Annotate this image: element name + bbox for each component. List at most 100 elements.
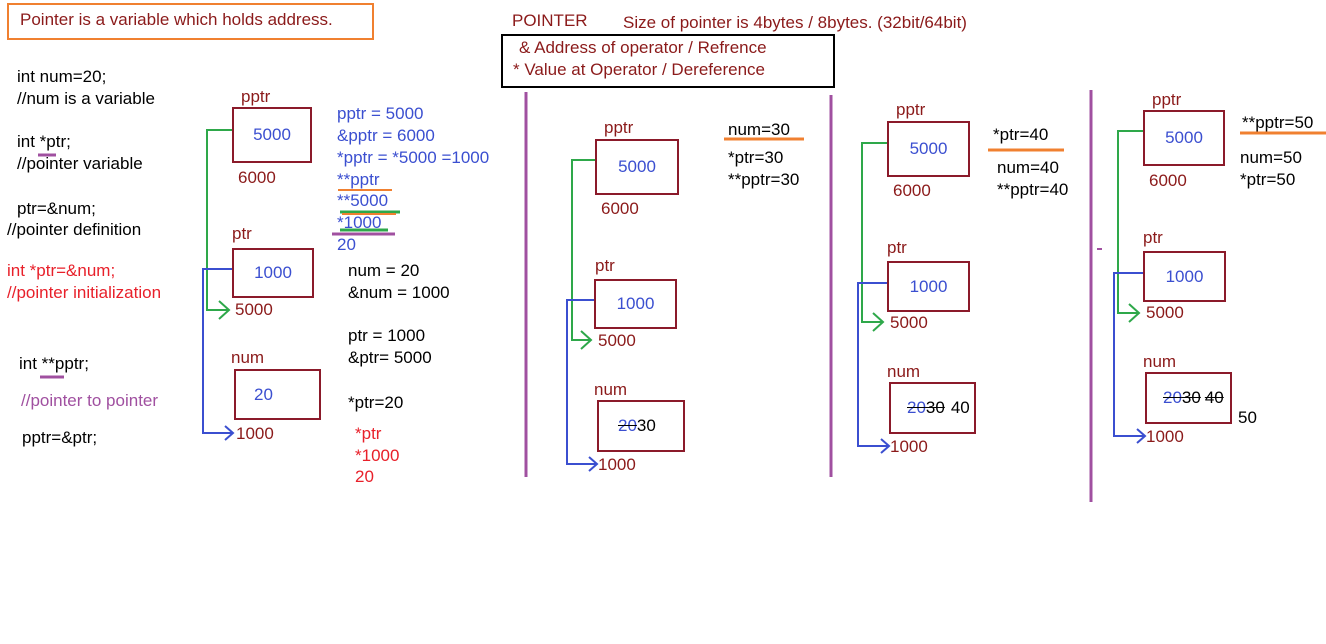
p3-note-deref-ptr: *ptr=40 (993, 125, 1049, 144)
p3-ptr-value: 1000 (909, 276, 948, 296)
p1-note-pptr: pptr = 5000 (337, 104, 424, 123)
p4-pptr-address: 6000 (1149, 171, 1187, 190)
p2-pptr-label: pptr (604, 118, 634, 137)
code-comment-variable: //num is a variable (17, 89, 155, 108)
p1-note-addr-num: &num = 1000 (348, 283, 450, 302)
p3-num-value: 40 (950, 398, 970, 417)
p1-note-double-deref: **pptr (337, 170, 380, 189)
p2-pptr-value: 5000 (618, 157, 656, 176)
p4-note-deref-ptr: *ptr=50 (1240, 170, 1296, 189)
p4-num-old-value-1: 20 (1163, 388, 1182, 407)
p1-note-ptr: ptr = 1000 (348, 326, 426, 345)
p4-ptr-label: ptr (1143, 228, 1163, 247)
p4-num-old-value-2: 30 (1181, 388, 1201, 407)
p4-pptr-box: 5000 (1143, 110, 1225, 166)
p1-num-label: num (231, 348, 265, 367)
definition-box (7, 3, 374, 40)
p3-ptr-address: 5000 (890, 313, 928, 332)
code-declare-num: int num=20; (17, 67, 107, 86)
p2-pptr-address: 6000 (601, 199, 639, 218)
p2-num-old-value: 20 (618, 416, 637, 435)
value-operator-note: * Value at Operator / Dereference (513, 60, 765, 79)
p1-note-result-20: 20 (337, 235, 356, 254)
operators-box (501, 34, 835, 88)
p1-note-addr-ptr: &ptr= 5000 (348, 348, 432, 367)
p2-num-address: 1000 (598, 455, 636, 474)
p4-num-label: num (1143, 352, 1177, 371)
p2-num-value: 30 (636, 416, 656, 435)
p3-num-values: 2030 40 (891, 398, 974, 418)
p2-ptr-label: ptr (595, 256, 615, 275)
p3-note-num: num=40 (997, 158, 1059, 177)
p1-note-num: num = 20 (348, 261, 420, 280)
p2-note-deref-ptr: *ptr=30 (728, 148, 784, 167)
p2-num-values: 2030 (599, 416, 683, 436)
p3-num-old-value-1: 20 (907, 398, 926, 417)
p2-note-double-deref: **pptr=30 (728, 170, 800, 189)
code-declare-pptr: int **pptr; (19, 354, 89, 373)
p1-ptr-label: ptr (232, 224, 252, 243)
p1-red-deref-ptr: *ptr (355, 424, 382, 443)
p4-ptr-value: 1000 (1165, 266, 1204, 286)
p1-ptr-value: 1000 (254, 263, 292, 282)
p1-ptr-box: 1000 (232, 248, 314, 298)
p4-num-old-value-3: 40 (1204, 388, 1224, 407)
p1-note-addr-pptr: &pptr = 6000 (337, 126, 435, 145)
code-define-ptr: ptr=&num; (17, 199, 96, 218)
p4-ptr-box: 1000 (1143, 251, 1226, 302)
p1-red-result-20: 20 (355, 467, 374, 486)
p2-note-num: num=30 (728, 120, 790, 139)
p1-note-double-deref-5000: **5000 (337, 191, 389, 210)
p1-note-deref-pptr: *pptr = *5000 =1000 (337, 148, 490, 167)
p4-note-double-deref: **pptr=50 (1242, 113, 1314, 132)
code-comment-initialization: //pointer initialization (7, 283, 162, 302)
code-comment-pointer-to-pointer: //pointer to pointer (21, 391, 159, 410)
p4-num-address: 1000 (1146, 427, 1184, 446)
definition-text: Pointer is a variable which holds addres… (20, 10, 333, 29)
p3-num-label: num (887, 362, 921, 381)
p1-num-address: 1000 (236, 424, 274, 443)
p3-pptr-value: 5000 (909, 139, 948, 158)
p2-num-label: num (594, 380, 628, 399)
p3-note-double-deref: **pptr=40 (997, 180, 1069, 199)
pointer-size-note: Size of pointer is 4bytes / 8bytes. (32b… (623, 13, 967, 32)
p2-ptr-value: 1000 (616, 294, 655, 313)
p3-pptr-label: pptr (896, 100, 926, 119)
p4-ptr-address: 5000 (1146, 303, 1184, 322)
code-declare-ptr: int *ptr; (17, 132, 71, 151)
p2-ptr-box: 1000 (594, 279, 677, 329)
p2-pptr-box: 5000 (595, 139, 679, 195)
p3-ptr-label: ptr (887, 238, 907, 257)
code-init-ptr: int *ptr=&num; (7, 261, 116, 280)
p1-note-deref-1000: *1000 (337, 213, 382, 232)
p1-red-deref-1000: *1000 (355, 446, 400, 465)
p3-num-box: 2030 40 (889, 382, 976, 434)
p1-num-value: 20 (254, 384, 273, 404)
p4-note-num: num=50 (1240, 148, 1302, 167)
p1-pptr-value: 5000 (253, 125, 291, 144)
address-operator-note: & Address of operator / Refrence (519, 38, 767, 57)
p4-pptr-value: 5000 (1165, 128, 1203, 147)
p2-ptr-address: 5000 (598, 331, 636, 350)
p1-note-deref-ptr: *ptr=20 (348, 393, 404, 412)
p1-pptr-box: 5000 (232, 107, 312, 163)
p3-num-address: 1000 (890, 437, 928, 456)
code-comment-pointer-variable: //pointer variable (17, 154, 143, 173)
pointer-title: POINTER (512, 11, 588, 30)
p2-num-box: 2030 (597, 400, 685, 452)
code-assign-pptr: pptr=&ptr; (22, 428, 98, 447)
p4-pptr-label: pptr (1152, 90, 1182, 109)
p1-num-box: 20 (234, 369, 321, 420)
p4-num-value: 50 (1238, 408, 1257, 427)
p3-pptr-address: 6000 (893, 181, 931, 200)
p3-pptr-box: 5000 (887, 121, 970, 177)
p1-pptr-label: pptr (241, 87, 271, 106)
p3-num-old-value-2: 30 (925, 398, 945, 417)
p3-ptr-box: 1000 (887, 261, 970, 312)
p1-pptr-address: 6000 (238, 168, 276, 187)
code-comment-definition: //pointer definition (7, 220, 142, 239)
p1-ptr-address: 5000 (235, 300, 273, 319)
